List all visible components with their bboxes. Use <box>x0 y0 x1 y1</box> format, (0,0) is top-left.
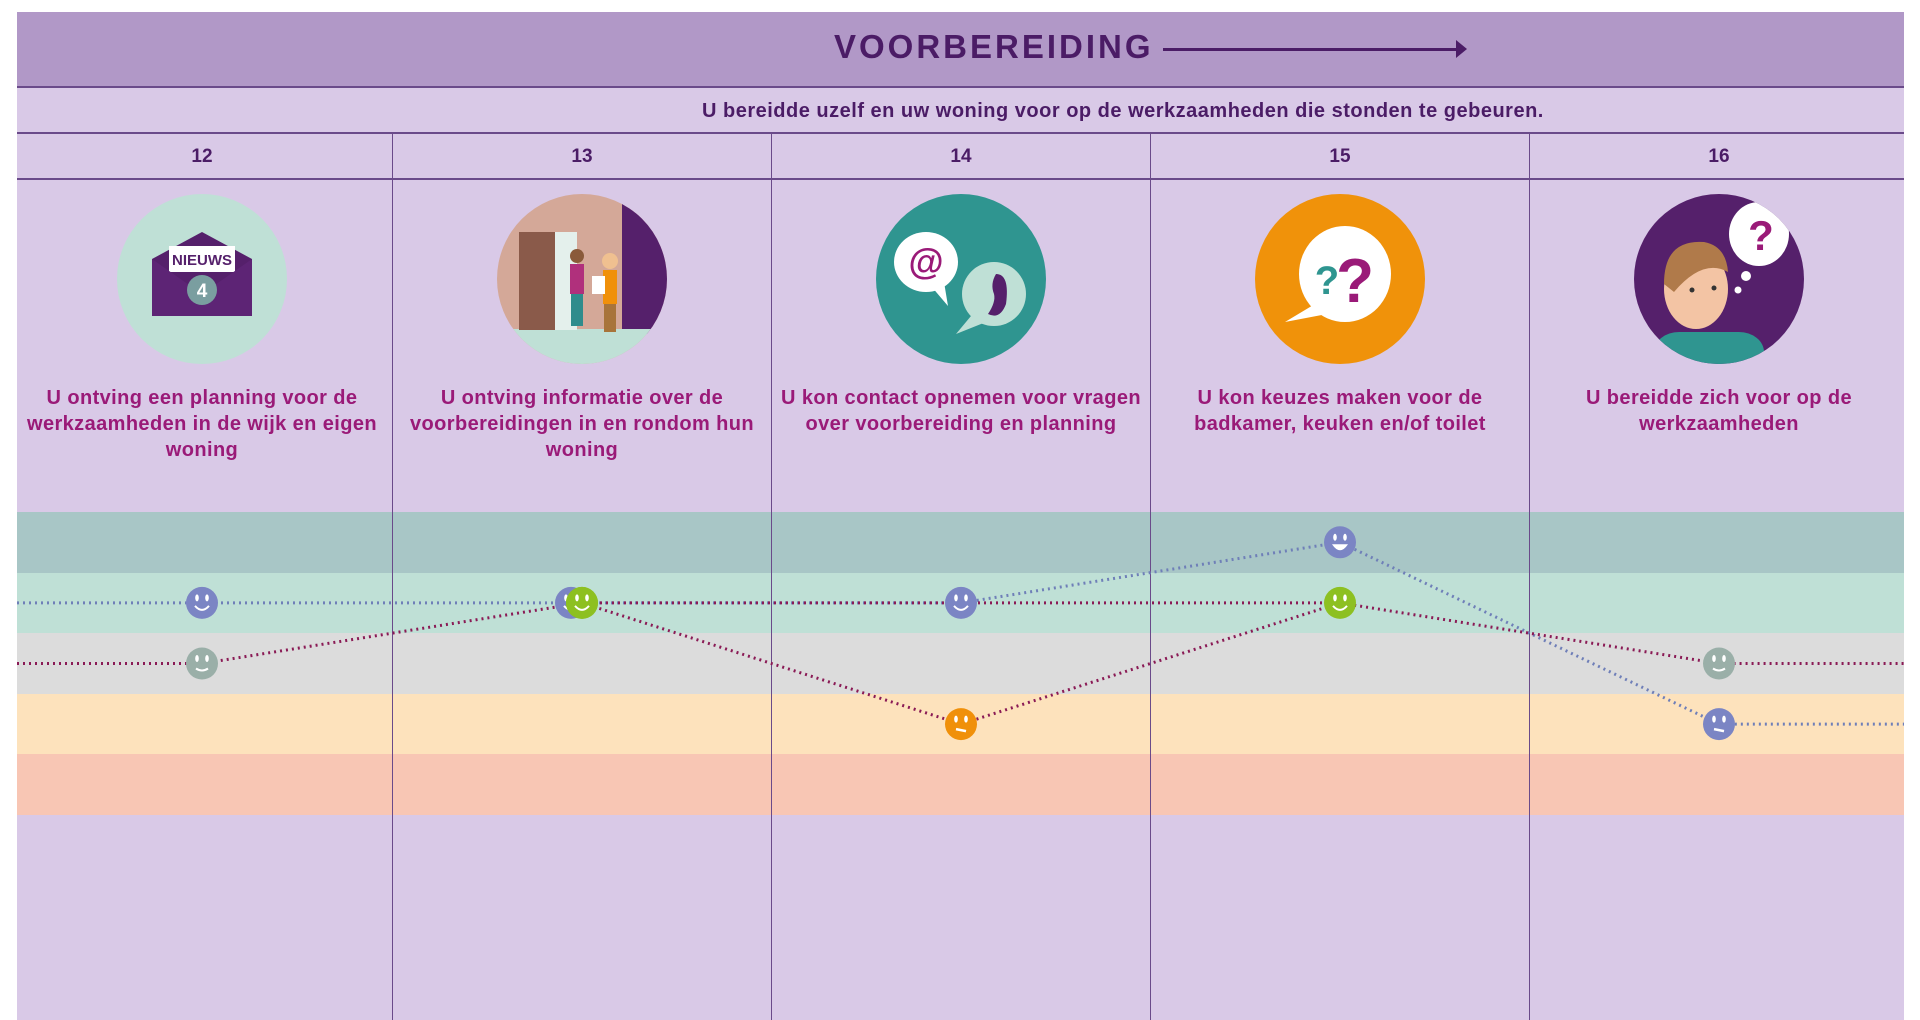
emotion-band-level-1 <box>17 754 1904 816</box>
smiley-marker-icon <box>566 586 598 619</box>
smiley-marker-icon <box>945 586 977 619</box>
column-divider <box>392 132 393 1020</box>
email-phone-contact-icon: @ <box>876 194 1046 364</box>
svg-text:?: ? <box>1336 247 1374 316</box>
series-maroon-line <box>17 601 1904 726</box>
svg-text:NIEUWS: NIEUWS <box>172 252 232 269</box>
step-number-row <box>17 134 1904 180</box>
smiley-marker-icon <box>186 647 218 680</box>
column-divider <box>771 132 772 1020</box>
emotion-line-chart <box>17 526 1904 741</box>
svg-text:@: @ <box>908 241 943 282</box>
smiley-marker-icon <box>1703 708 1735 741</box>
step-description: U kon keuzes maken voor de badkamer, keu… <box>1194 387 1486 435</box>
column-divider <box>1529 132 1530 1020</box>
step-description: U ontving informatie over de voorbereidi… <box>410 387 754 461</box>
step-number: 12 <box>191 146 213 167</box>
svg-text:4: 4 <box>197 281 208 302</box>
step-description: U bereidde zich voor op de werkzaamheden <box>1586 387 1852 435</box>
svg-text:?: ? <box>1748 212 1774 259</box>
emotion-band-level-5 <box>17 512 1904 573</box>
smiley-marker-icon <box>186 586 218 619</box>
svg-text:?: ? <box>1315 259 1339 303</box>
step-number: 13 <box>571 146 593 167</box>
phase-header: VOORBEREIDING <box>17 12 1904 88</box>
phase-subtitle-row: U bereidde uzelf en uw woning voor op de… <box>17 88 1904 134</box>
phase-title: VOORBEREIDING <box>834 28 1154 65</box>
newsletter-envelope-icon: NIEUWS 4 <box>117 194 287 364</box>
smiley-marker-icon <box>1324 526 1356 559</box>
question-bubble-icon: ? ? <box>1255 194 1425 364</box>
step-description: U ontving een planning voor de werkzaamh… <box>27 387 377 461</box>
step-description: U kon contact opnemen voor vragen over v… <box>781 387 1141 435</box>
people-at-door-icon <box>497 194 667 364</box>
thinking-person-icon: ? <box>1634 194 1804 364</box>
phase-subtitle: U bereidde uzelf en uw woning voor op de… <box>702 100 1544 122</box>
step-number: 16 <box>1708 146 1730 167</box>
smiley-marker-icon <box>1324 586 1356 619</box>
journey-board: VOORBEREIDING U bereidde uzelf en uw won… <box>17 12 1904 1020</box>
step-number: 15 <box>1329 146 1351 167</box>
series-blue-line <box>17 540 1904 726</box>
smiley-marker-icon <box>945 708 977 741</box>
smiley-marker-icon <box>1703 647 1735 680</box>
emotion-band-level-3 <box>17 633 1904 695</box>
column-divider <box>1150 132 1151 1020</box>
arrow-right-icon <box>1163 40 1467 58</box>
step-number: 14 <box>950 146 972 167</box>
